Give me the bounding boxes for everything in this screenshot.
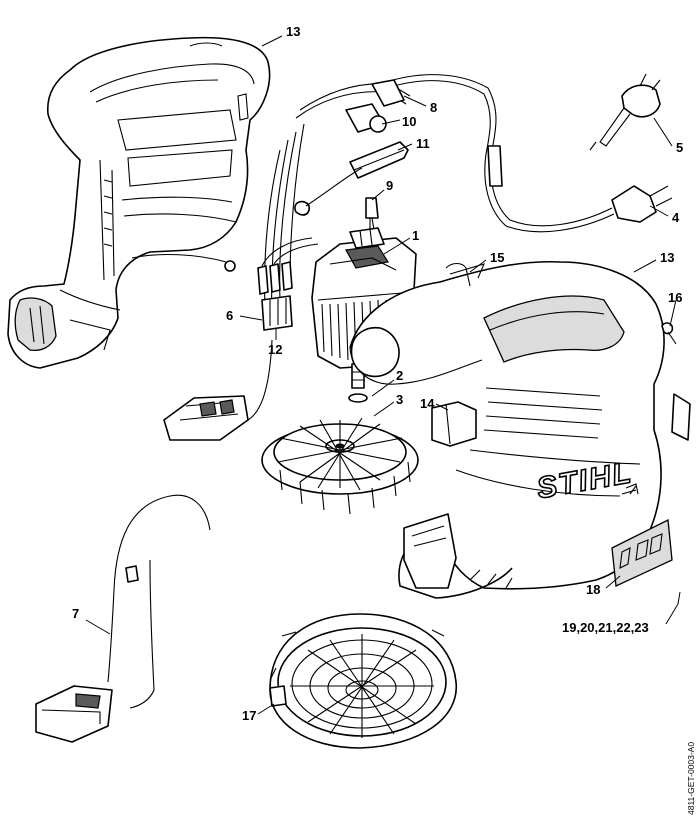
callout-3: 3 [396, 392, 403, 407]
callout-1: 1 [412, 228, 419, 243]
callout-7: 7 [72, 606, 79, 621]
callout-4: 4 [672, 210, 680, 225]
cable-with-connector [35, 494, 211, 743]
callout-2: 2 [396, 368, 403, 383]
callout-leader-lines [85, 35, 681, 715]
callout-labels: 13 8 10 11 5 9 1 4 15 13 16 6 12 2 3 14 … [72, 24, 683, 723]
fan-cover [269, 613, 457, 749]
callout-17: 17 [242, 708, 256, 723]
callout-8: 8 [430, 100, 437, 115]
callout-16: 16 [668, 290, 682, 305]
power-cord-assembly [379, 73, 673, 233]
drawing-number: 4811-GET-0003-A0 [686, 742, 696, 815]
callout-6: 6 [226, 308, 233, 323]
callout-9: 9 [386, 178, 393, 193]
callout-13-housing-right: 13 [660, 250, 674, 265]
callout-18: 18 [586, 582, 600, 597]
callout-13-housing-left: 13 [286, 24, 300, 39]
connector-and-switch-block [163, 237, 319, 441]
callout-14: 14 [420, 396, 435, 411]
callout-10: 10 [402, 114, 416, 129]
housing-half-left [7, 36, 271, 369]
callout-15: 15 [490, 250, 504, 265]
callout-5: 5 [676, 140, 683, 155]
callout-11: 11 [416, 136, 430, 151]
callout-12: 12 [268, 342, 282, 357]
callout-19-23: 19,20,21,22,23 [562, 620, 649, 635]
housing-half-right: STIHL [349, 260, 691, 599]
